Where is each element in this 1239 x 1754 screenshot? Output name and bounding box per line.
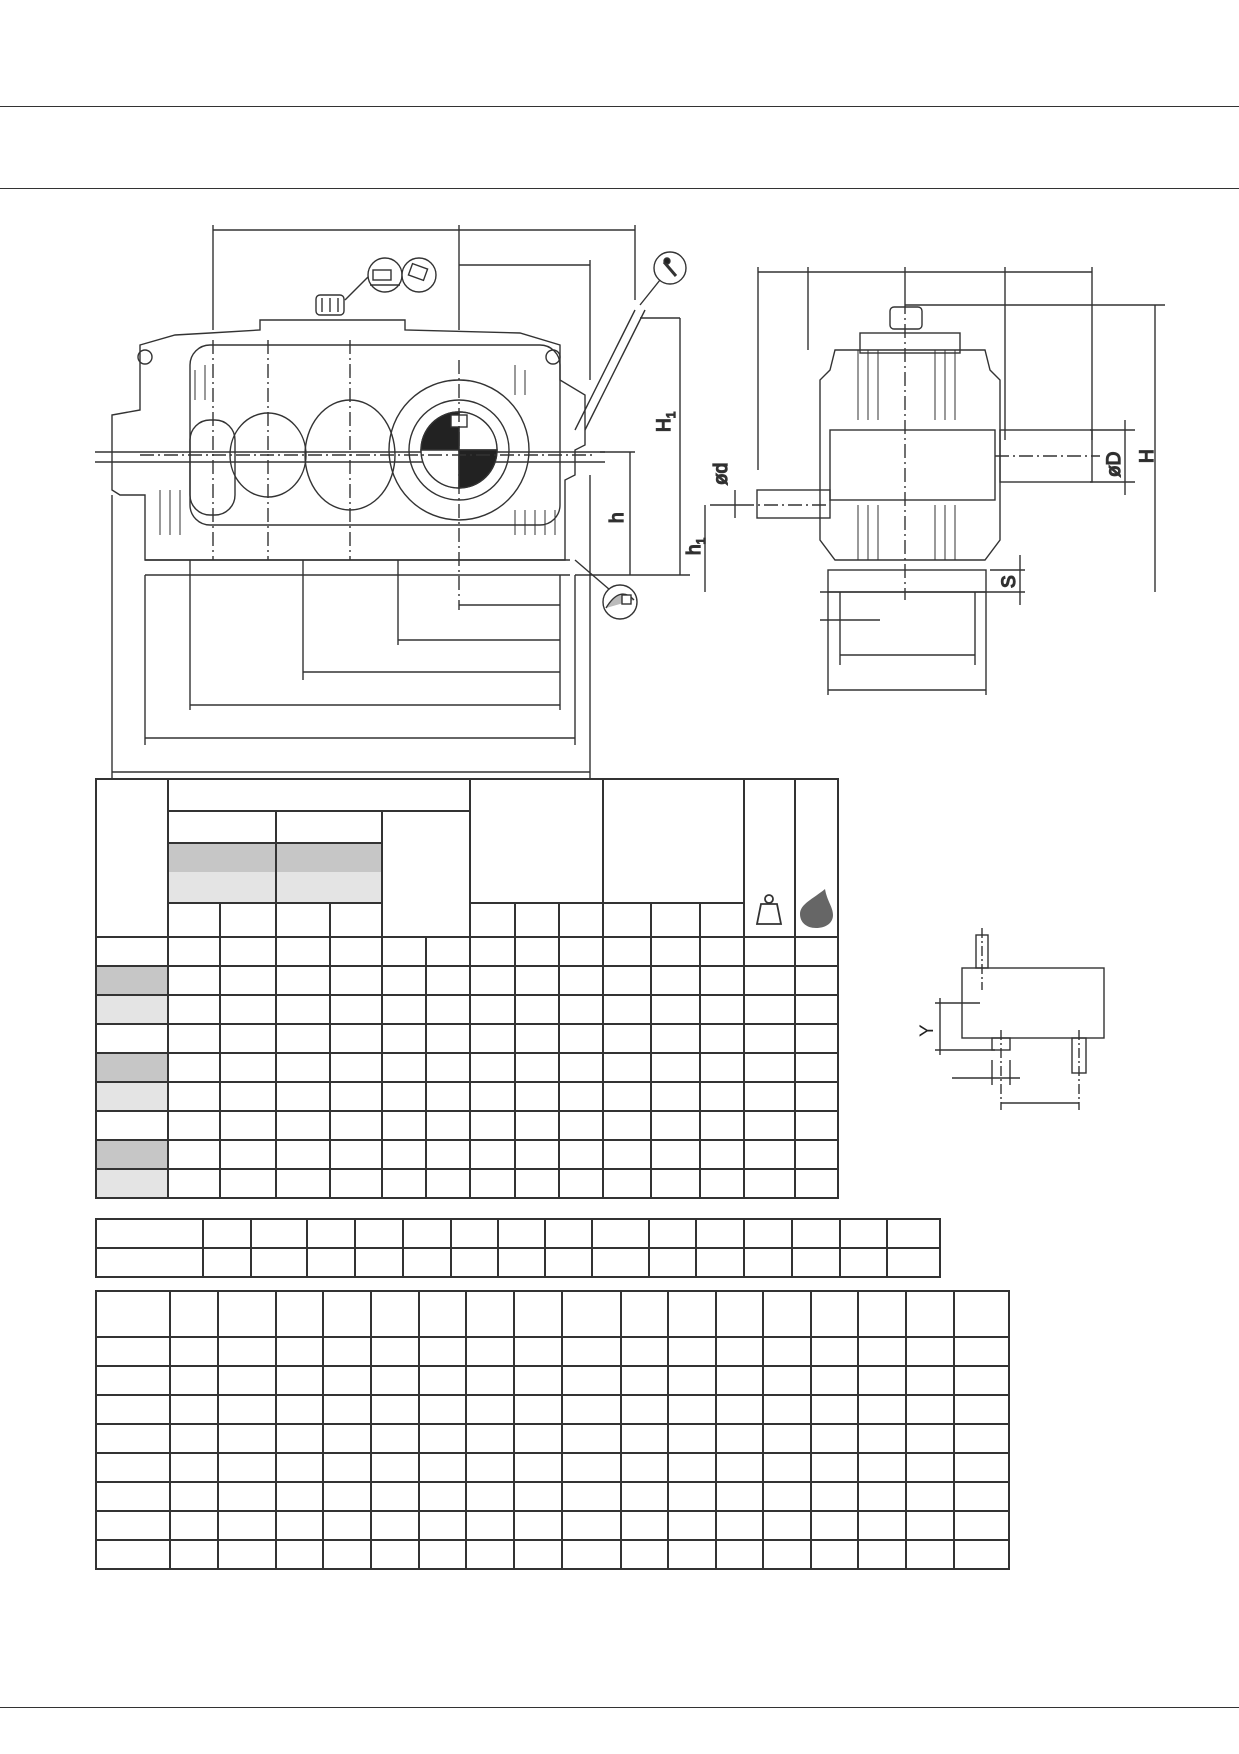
dimension-table-main — [94, 778, 840, 1199]
footer-rule — [0, 1707, 1239, 1708]
oil-drop-icon — [800, 889, 834, 928]
dimension-table-secondary — [95, 1218, 941, 1278]
weight-icon — [756, 894, 783, 925]
oil-drain-icon — [602, 584, 638, 620]
dimension-table-lower — [95, 1290, 1010, 1570]
header-top-rule — [0, 106, 1239, 107]
dim-h1-label: h1 — [684, 537, 708, 555]
dim-Y-label: Y — [917, 1024, 938, 1037]
dipstick-icon — [653, 251, 687, 285]
dim-S-label: S — [999, 575, 1020, 588]
dim-d-label: ød — [711, 463, 732, 485]
dim-H-label: H — [1137, 449, 1158, 463]
gearbox-technical-drawing: H1 h h1 ød øD H S — [95, 225, 1165, 778]
front-view — [95, 225, 690, 778]
breather-icon — [401, 257, 437, 293]
dim-h-label: h — [607, 512, 628, 523]
header-bottom-rule — [0, 188, 1239, 189]
lifting-icon — [367, 257, 403, 293]
dim-H1-label: H1 — [654, 411, 678, 432]
side-view — [704, 267, 1165, 695]
dim-D-label: øD — [1104, 452, 1125, 477]
